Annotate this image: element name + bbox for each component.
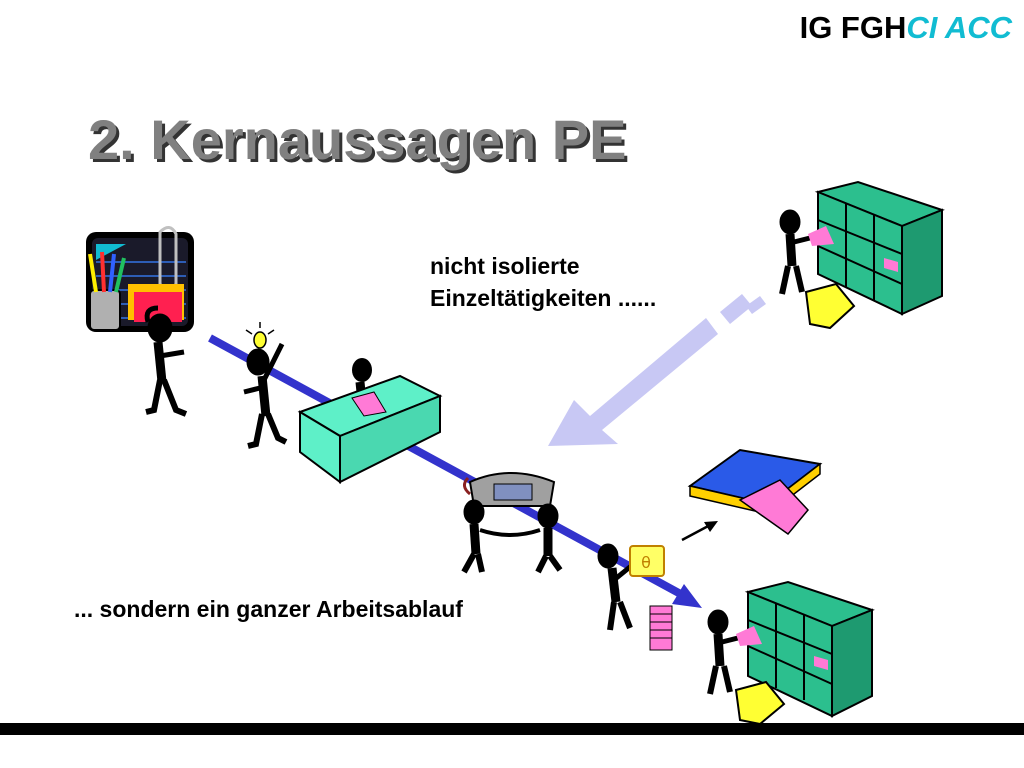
- label-whole-workflow: ... sondern ein ganzer Arbeitsablauf: [74, 596, 463, 622]
- bottom-divider: [0, 723, 1024, 735]
- svg-text:θ: θ: [641, 553, 651, 572]
- book-arrowhead: [704, 521, 718, 532]
- thinking-person-icon: [144, 305, 188, 417]
- idea-person-icon: [243, 342, 288, 449]
- label-isolated-tasks: nicht isolierte Einzeltätigkeiten ......: [430, 250, 656, 314]
- filing-shelf-icon-top: [814, 180, 945, 316]
- label-isolated-tasks-line1: nicht isolierte: [430, 253, 580, 279]
- shelf-person-icon-bottom: [707, 609, 762, 695]
- brand-main: IG FGH: [799, 10, 907, 45]
- shelf-person-icon-top: [779, 209, 834, 295]
- phone-people-icon: [461, 499, 563, 574]
- slide-title: 2. Kernaussagen PE: [88, 108, 627, 171]
- yellow-papers-icon-top: [804, 282, 856, 330]
- courier-person-icon: [597, 543, 638, 631]
- desk-worker-icon: [297, 358, 443, 484]
- workflow-arrowhead: [672, 584, 702, 608]
- telephone-icon: [463, 472, 556, 507]
- envelope-icon: θ: [629, 545, 665, 577]
- brand-accent: CI ACC: [906, 10, 1012, 45]
- pale-arrow: [548, 294, 766, 446]
- paper-stack-icon: [649, 605, 673, 651]
- label-isolated-tasks-line2: Einzeltätigkeiten ......: [430, 285, 657, 311]
- office-supplies-icon: [86, 226, 194, 332]
- lightbulb-icon: [245, 322, 275, 349]
- brand-logo: IG FGHCI ACC: [800, 12, 1012, 43]
- yellow-papers-icon-bottom: [734, 680, 786, 726]
- book-icon: [687, 448, 823, 536]
